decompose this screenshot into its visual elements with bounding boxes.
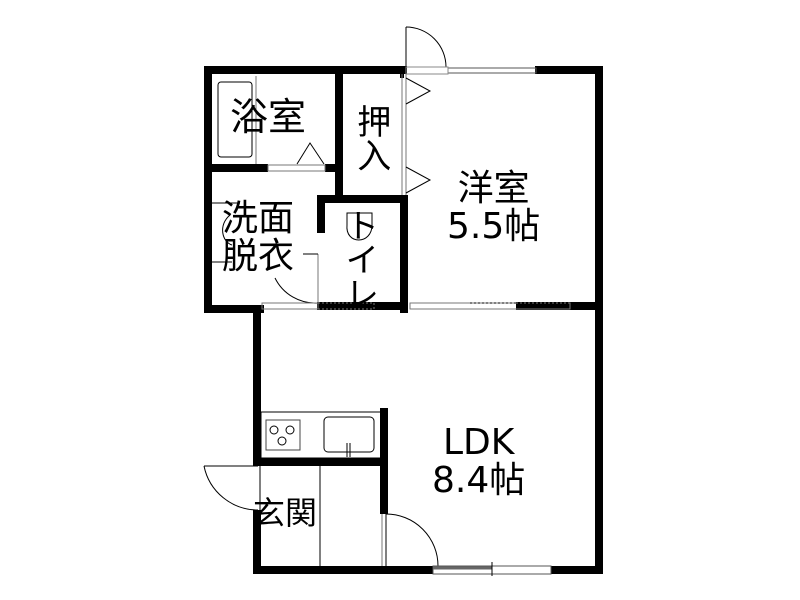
washroom-name-line1: 洗面 [222,198,295,239]
room-label-closet: 押入 [350,104,391,172]
fixtures-lines [203,26,571,576]
western-room-size: 5.5帖 [447,205,541,247]
ldk-size: 8.4帖 [432,459,526,501]
washroom-name-line2: 脱衣 [222,235,295,277]
room-label-western-room: 洋室 5.5帖 [447,170,540,246]
outer-walls [204,66,603,574]
room-label-entrance: 玄関 [253,494,318,532]
western-room-name: 洋室 [457,168,530,209]
room-label-ldk: LDK 8.4帖 [432,424,525,500]
room-label-washroom: 洗面 脱衣 [222,200,294,276]
room-label-bathroom: 浴室 [230,95,307,139]
room-label-toilet: トイレ [338,208,379,310]
inner-walls [204,66,603,514]
ldk-name: LDK [442,422,515,463]
